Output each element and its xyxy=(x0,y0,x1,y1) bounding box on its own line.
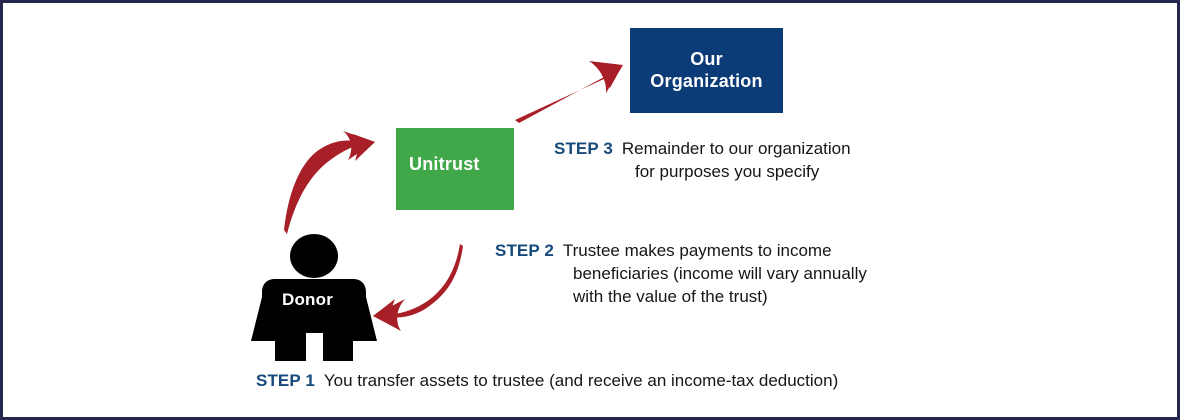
arrow-donor-to-unitrust xyxy=(284,131,375,234)
arrow-unitrust-to-donor xyxy=(373,244,463,331)
step-2-line-2: beneficiaries (income will vary annually xyxy=(495,262,867,285)
step-3-block: STEP 3 Remainder to our organization for … xyxy=(554,137,851,183)
step-3-line-2: for purposes you specify xyxy=(554,160,851,183)
step-2-text-2: beneficiaries (income will vary annually xyxy=(573,264,867,283)
step-3-text-2: for purposes you specify xyxy=(635,162,820,181)
unitrust-label: Unitrust xyxy=(409,154,480,174)
step-2-text-3: with the value of the trust) xyxy=(573,287,768,306)
donor-silhouette-icon xyxy=(251,234,377,361)
arrow-unitrust-to-organization xyxy=(515,61,623,123)
our-organization-box: Our Organization xyxy=(630,28,783,113)
step-3-tag: STEP 3 xyxy=(554,139,613,158)
step-2-line-1: STEP 2 Trustee makes payments to income xyxy=(495,239,867,262)
step-1-text-1: You transfer assets to trustee (and rece… xyxy=(323,371,839,390)
step-2-line-3: with the value of the trust) xyxy=(495,285,867,308)
step-3-line-1: STEP 3 Remainder to our organization xyxy=(554,137,851,160)
step-1-tag: STEP 1 xyxy=(256,371,315,390)
step-3-text-1: Remainder to our organization xyxy=(621,139,851,158)
unitrust-box: Unitrust xyxy=(396,128,514,210)
step-2-tag: STEP 2 xyxy=(495,241,554,260)
our-organization-line1: Our xyxy=(690,48,723,69)
arrows-layer xyxy=(251,61,623,361)
step-1-line-1: STEP 1 You transfer assets to trustee (an… xyxy=(256,369,838,392)
donor-label: Donor xyxy=(282,290,334,309)
step-2-block: STEP 2 Trustee makes payments to income b… xyxy=(495,239,867,308)
step-2-text-1: Trustee makes payments to income xyxy=(562,241,832,260)
our-organization-line2: Organization xyxy=(650,70,763,91)
our-organization-label: Our Organization xyxy=(650,49,762,93)
step-1-block: STEP 1 You transfer assets to trustee (an… xyxy=(256,369,838,392)
